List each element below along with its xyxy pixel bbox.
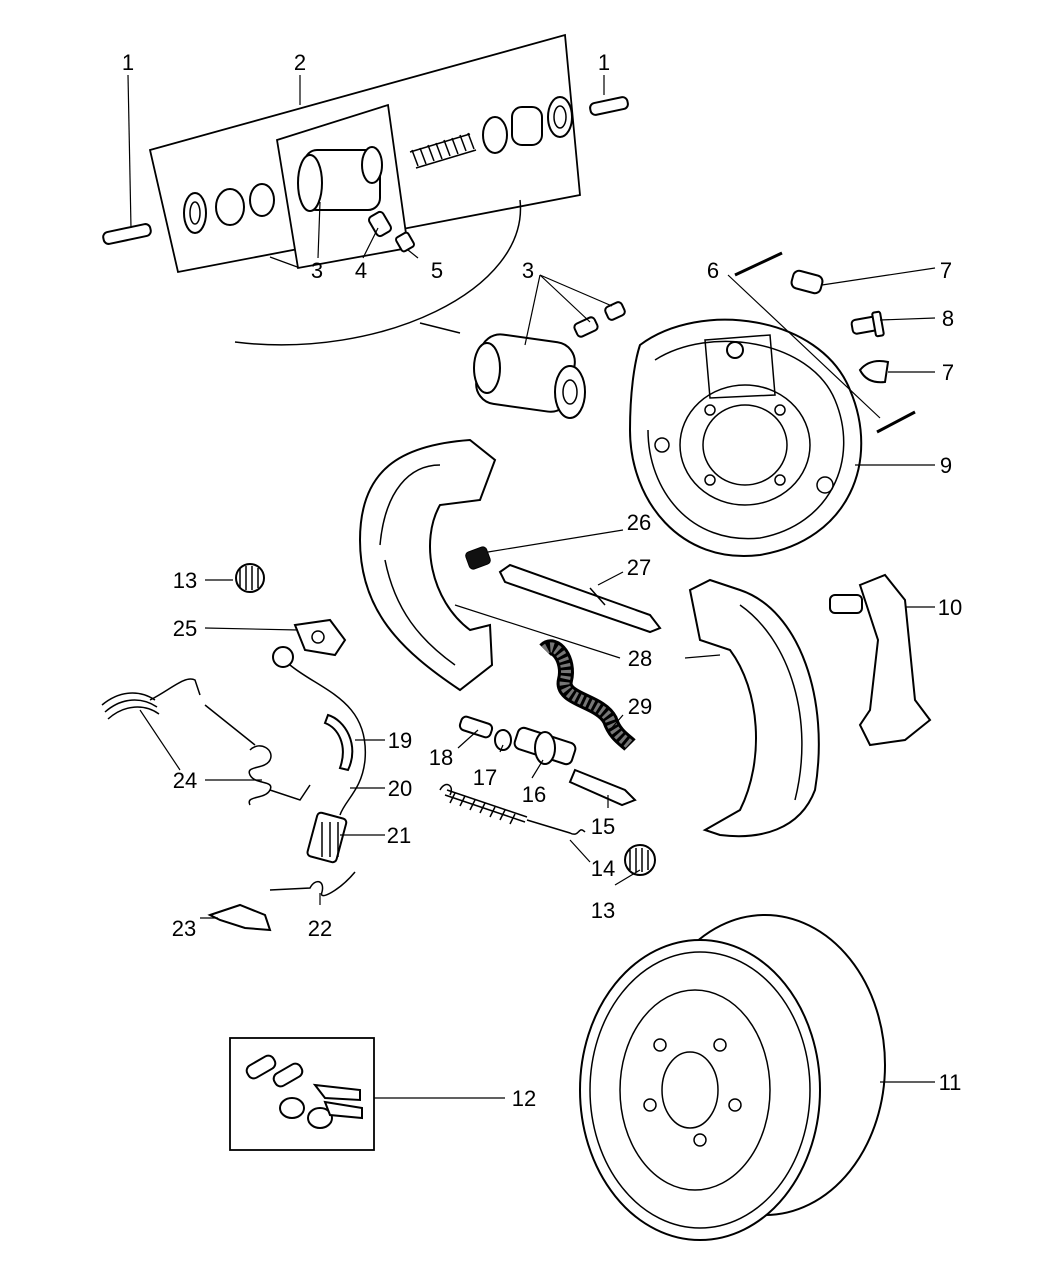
brake-drum-part [579, 914, 886, 1241]
callout-9: 9 [940, 453, 952, 478]
callout-12: 12 [512, 1086, 536, 1111]
adjuster-21-part [306, 811, 348, 864]
pin-right-part [589, 96, 629, 116]
callout-24: 24 [173, 768, 197, 793]
cylinder-body-part [297, 146, 383, 212]
cable-20-part [272, 646, 366, 816]
strut-27-part [498, 563, 662, 634]
callout-3-middle: 3 [522, 258, 534, 283]
callout-3-upper: 3 [311, 258, 323, 283]
adjuster-lever-part [829, 573, 932, 747]
callout-7-upper: 7 [940, 258, 952, 283]
nut-13-upper-part [235, 563, 265, 593]
wheel-cylinder-part [473, 301, 626, 419]
callout-17: 17 [473, 765, 497, 790]
callout-8: 8 [942, 306, 954, 331]
spring-14-part [439, 783, 586, 835]
plate-25-part [293, 618, 347, 657]
cylinder-spring-part [409, 96, 573, 169]
callout-1-left: 1 [122, 50, 134, 75]
clip-26-part [465, 546, 491, 570]
bleeder-screw-part [368, 210, 415, 253]
callout-28: 28 [628, 646, 652, 671]
callout-25: 25 [173, 616, 197, 641]
screw-16-part [513, 726, 577, 766]
callout-16: 16 [522, 782, 546, 807]
callout-22: 22 [308, 916, 332, 941]
spring-22-part [269, 871, 356, 897]
pin-left-part [102, 223, 152, 245]
nut-13-lower-part [624, 844, 656, 876]
bolt-6-part [734, 251, 916, 434]
bracket-23-part [207, 903, 272, 932]
cylinder-kit-outer-box [148, 33, 581, 274]
callout-5: 5 [431, 258, 443, 283]
callout-27: 27 [627, 555, 651, 580]
brake-shoe-right-part [688, 578, 820, 838]
callout-18: 18 [429, 745, 453, 770]
callout-7-lower: 7 [942, 360, 954, 385]
callout-29: 29 [628, 694, 652, 719]
backing-plate-part [628, 318, 863, 558]
callout-4: 4 [355, 258, 367, 283]
callout-11: 11 [939, 1070, 962, 1095]
screw-8-part [850, 310, 885, 338]
callout-15: 15 [591, 814, 615, 839]
callout-10: 10 [938, 595, 962, 620]
pin-15-part [568, 768, 637, 807]
clip-7-part [790, 269, 890, 384]
callout-1-right: 1 [598, 50, 610, 75]
callout-6: 6 [707, 258, 719, 283]
callout-13-lower: 13 [591, 898, 615, 923]
cylinder-seal-left-part [183, 183, 275, 234]
callout-26: 26 [627, 510, 651, 535]
callout-23: 23 [172, 916, 196, 941]
callout-20: 20 [388, 776, 412, 801]
cylinder-arc [234, 199, 522, 346]
callout-13-upper: 13 [173, 568, 197, 593]
brake-shoe-left-part [358, 438, 497, 692]
spring-24-part [101, 678, 201, 720]
pivot-18-part [458, 715, 494, 739]
shim-19-part [323, 713, 354, 772]
washer-17-part [494, 729, 512, 751]
hardware-kit-box [229, 1037, 375, 1151]
callout-2: 2 [294, 50, 306, 75]
leader-lines [127, 74, 936, 1099]
callout-21: 21 [387, 823, 411, 848]
spring-29-part [539, 639, 636, 751]
callout-14: 14 [591, 856, 615, 881]
spring-left-long-part [204, 704, 311, 806]
callout-19: 19 [388, 728, 412, 753]
